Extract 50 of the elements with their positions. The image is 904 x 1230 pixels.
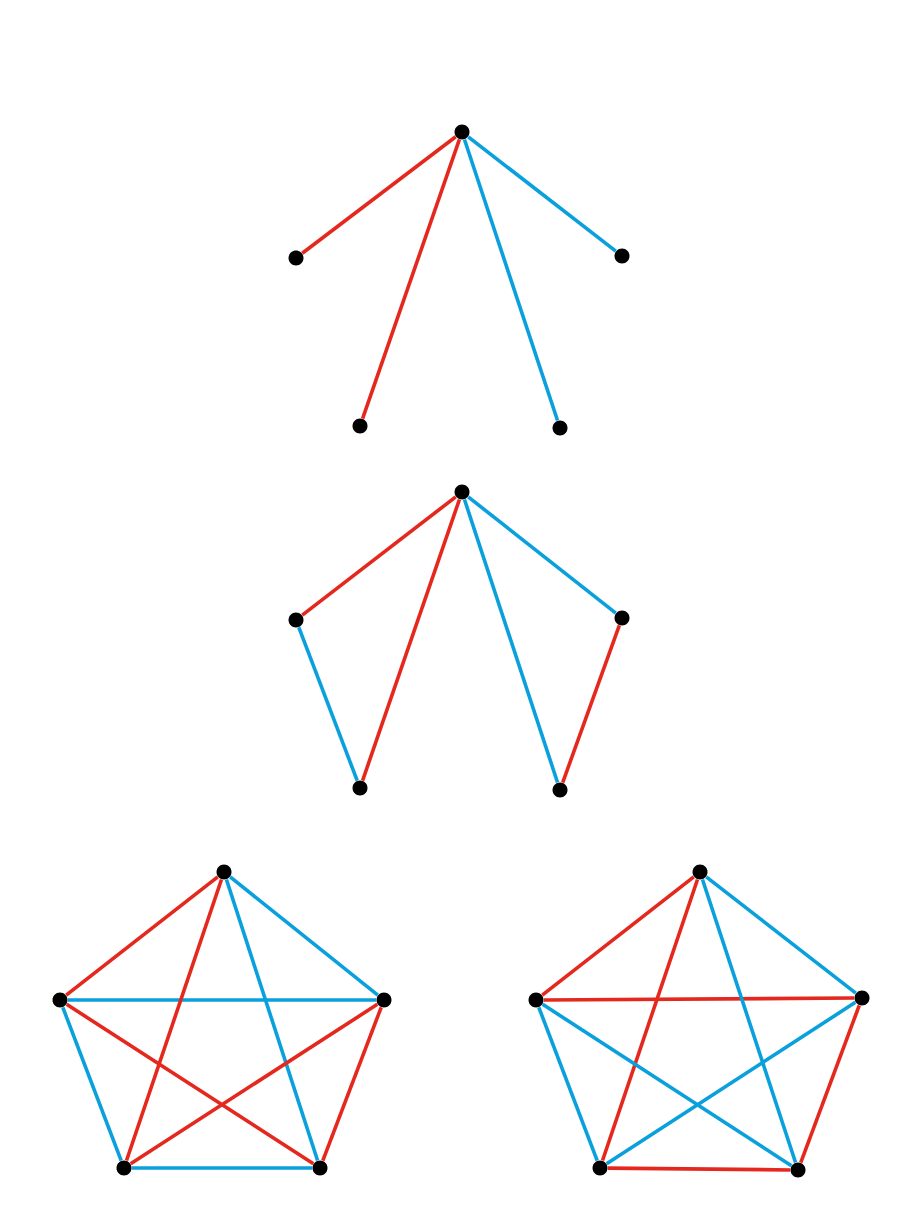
graph-edge: [360, 498, 462, 782]
graph-vertex: [352, 780, 368, 796]
graph-vertex: [528, 992, 544, 1008]
graph-vertex: [552, 782, 568, 798]
graph-vertex: [692, 864, 708, 880]
graph-edge: [462, 498, 560, 784]
graph-vertex: [288, 612, 304, 628]
graph-edge: [467, 495, 617, 615]
graph-vertex: [614, 248, 630, 264]
graph-edge: [700, 878, 798, 1164]
graph-vertex: [854, 990, 870, 1006]
graph-edge: [541, 875, 695, 997]
graph-edge: [561, 624, 622, 784]
graph-edge: [605, 1000, 857, 1166]
graph-edge: [705, 875, 857, 995]
graph-vertex: [288, 250, 304, 266]
graph-edge: [360, 138, 462, 420]
graph-edge: [541, 1002, 793, 1168]
graph-edge: [61, 1006, 123, 1162]
graph-vertex: [312, 1160, 328, 1176]
graph-vertex: [352, 418, 368, 434]
graph-vertex: [52, 992, 68, 1008]
graph-vertex: [454, 124, 470, 140]
graph-edge: [65, 1002, 315, 1166]
graph-edge: [67, 998, 377, 1002]
graph-vertex: [592, 1160, 608, 1176]
graph-vertex: [454, 484, 470, 500]
graph-vertex: [216, 864, 232, 880]
graph-edge: [224, 878, 320, 1162]
graph-vertex: [790, 1162, 806, 1178]
graph-edge: [607, 1166, 791, 1172]
graph-edge: [65, 875, 219, 997]
graph-edge: [543, 996, 855, 1002]
graph-edge: [600, 878, 700, 1162]
graph-edge: [301, 135, 457, 255]
graph-edge: [131, 1166, 313, 1170]
graph-vertex: [552, 420, 568, 436]
graph-edge: [467, 135, 617, 253]
graph-edge: [124, 878, 224, 1162]
graph-vertex: [116, 1160, 132, 1176]
graph-edge: [129, 1002, 379, 1166]
graph-edge: [537, 1006, 599, 1162]
graph-edge: [229, 875, 379, 997]
graph-vertex: [614, 610, 630, 626]
graph-edge: [297, 626, 359, 782]
graph-edge: [301, 495, 457, 617]
graph-edge: [799, 1004, 861, 1164]
graph-vertex: [376, 992, 392, 1008]
graph-edge: [462, 138, 560, 422]
graph-edge: [321, 1006, 383, 1162]
